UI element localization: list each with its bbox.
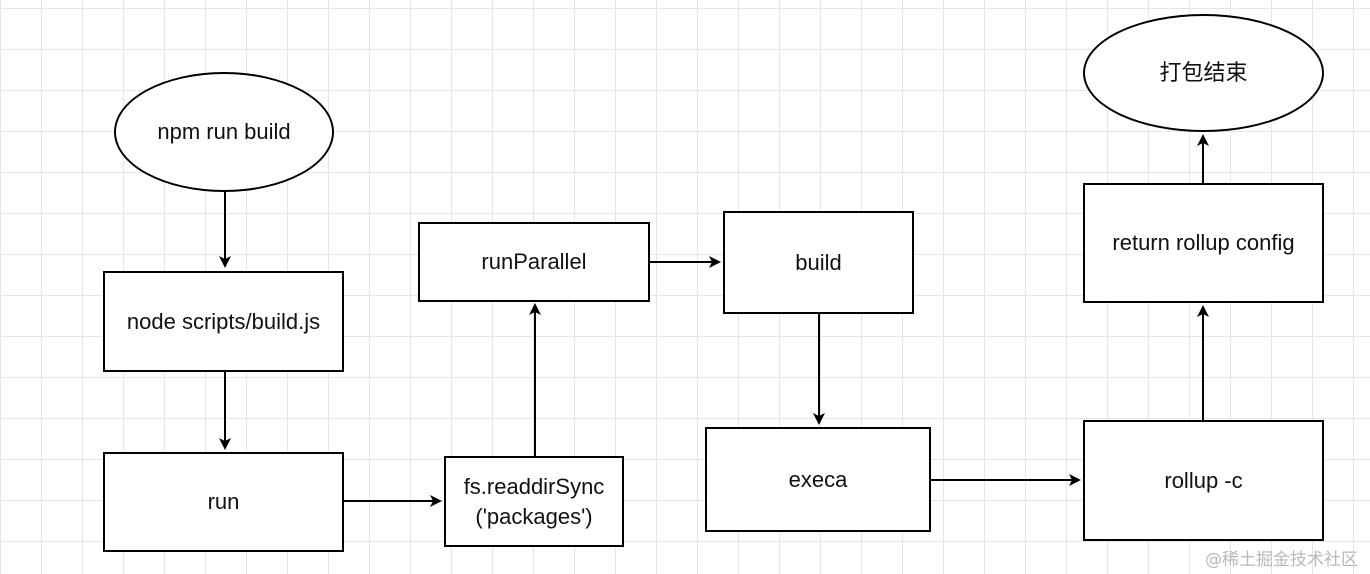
rollup-c-label: rollup -c xyxy=(1164,467,1243,493)
end-node: 打包结束 xyxy=(1083,14,1324,132)
build-box: build xyxy=(723,211,914,314)
node-scripts-build-label: node scripts/build.js xyxy=(126,308,321,334)
build-label: build xyxy=(795,249,842,275)
readdir-sync-box: fs.readdirSync ('packages') xyxy=(444,456,624,547)
return-rollup-config-label: return rollup config xyxy=(1112,230,1295,255)
readdir-sync-label: fs.readdirSync ('packages') xyxy=(463,473,605,529)
return-rollup-config-box: return rollup config xyxy=(1083,183,1324,303)
node-scripts-build-box: node scripts/build.js xyxy=(103,271,344,372)
run-box: run xyxy=(103,452,344,552)
execa-box: execa xyxy=(705,427,931,532)
run-parallel-label: runParallel xyxy=(481,249,587,274)
start-node-label: npm run build xyxy=(157,119,291,144)
start-node: npm run build xyxy=(114,72,334,192)
end-node-label: 打包结束 xyxy=(1159,60,1248,85)
run-parallel-box: runParallel xyxy=(418,222,650,302)
run-label: run xyxy=(207,489,240,514)
rollup-c-box: rollup -c xyxy=(1083,420,1324,541)
watermark: @稀土掘金技术社区 xyxy=(1205,550,1358,570)
execa-label: execa xyxy=(788,466,848,492)
